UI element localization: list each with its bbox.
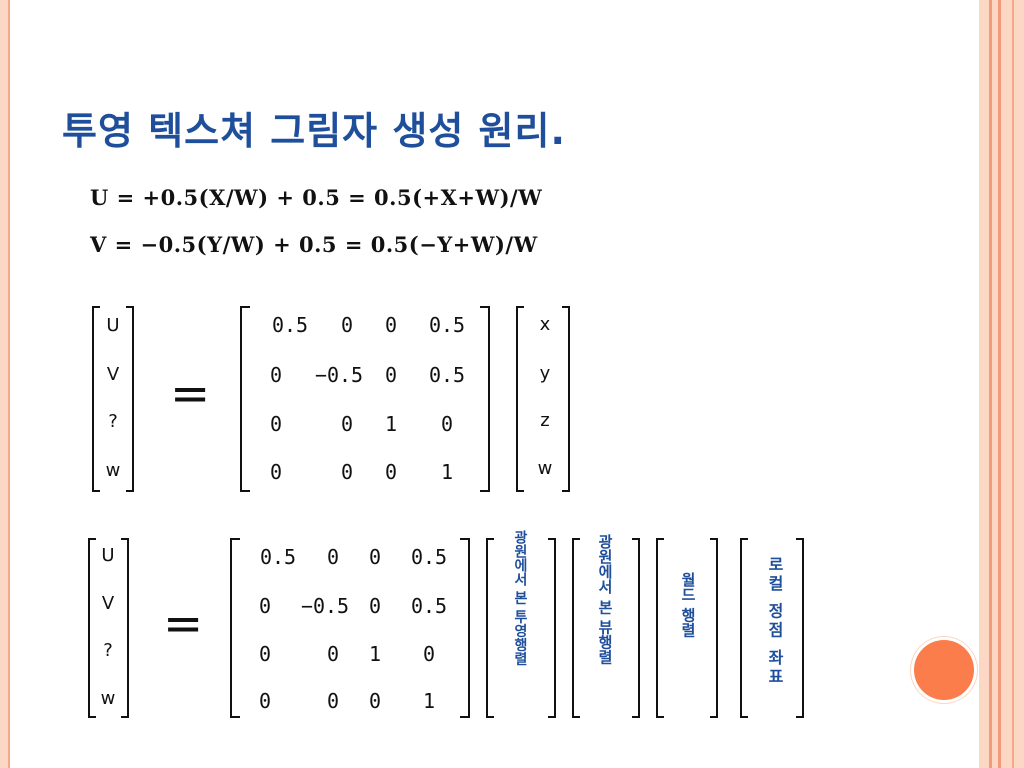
light-view-matrix-label: 광원에서 본 뷰행렬 [596, 534, 614, 665]
light-projection-matrix-label: 광원에서 본 투영행렬 [512, 530, 528, 666]
bracket-left [486, 538, 494, 718]
slide-title: 투영 텍스쳐 그림자 생성 원리. [62, 109, 566, 153]
matrix-cell: 1 [422, 689, 436, 713]
bracket-left [92, 306, 100, 492]
matrix-cell: 0 [258, 642, 272, 666]
matrix-cell: −0.5 [314, 363, 364, 387]
matrix-cell: 0 [269, 460, 283, 484]
lhs-entry: w [100, 688, 116, 709]
matrix-cell: 1 [440, 460, 454, 484]
lhs-entry: w [105, 460, 121, 481]
matrix-cell: 0 [384, 363, 398, 387]
rhs-entry: w [537, 458, 553, 479]
matrix-cell: 0 [269, 412, 283, 436]
rhs-entry: y [539, 363, 551, 384]
matrix-cell: 0 [258, 594, 272, 618]
bracket-right [121, 538, 129, 718]
bracket-right [460, 538, 470, 718]
matrix-cell: 0 [340, 412, 354, 436]
lhs-entry: ? [108, 411, 118, 432]
bracket-right [562, 306, 570, 492]
matrix-cell: 0 [440, 412, 454, 436]
lhs-entry: V [106, 364, 120, 385]
matrix-cell: 0 [269, 363, 283, 387]
equation-u: U = +0.5(X/W) + 0.5 = 0.5(+X+W)/W [90, 185, 543, 210]
bracket-right [796, 538, 804, 718]
matrix-cell: 0.5 [428, 313, 466, 337]
matrix-cell: 1 [368, 642, 382, 666]
matrix-cell: 0.5 [271, 313, 309, 337]
matrix-cell: −0.5 [300, 594, 350, 618]
matrix-cell: 0 [340, 460, 354, 484]
matrix-cell: 0.5 [428, 363, 466, 387]
matrix-cell: 0 [422, 642, 436, 666]
frame-right-line [989, 0, 992, 768]
bracket-right [126, 306, 134, 492]
matrix-cell: 0 [368, 594, 382, 618]
matrix-cell: 0 [258, 689, 272, 713]
frame-right-stripe [992, 0, 998, 768]
matrix-cell: 0 [326, 545, 340, 569]
decorative-dot [914, 640, 974, 700]
lhs-entry: U [106, 315, 120, 336]
bracket-right [548, 538, 556, 718]
lhs-entry: U [101, 545, 115, 566]
rhs-entry: x [539, 314, 551, 335]
rhs-entry: z [540, 410, 550, 431]
matrix-cell: 0 [368, 689, 382, 713]
bracket-left [240, 306, 250, 492]
bracket-right [480, 306, 490, 492]
bracket-left [230, 538, 240, 718]
bracket-left [88, 538, 96, 718]
bracket-right [710, 538, 718, 718]
matrix-cell: 0 [384, 313, 398, 337]
matrix-cell: 0.5 [410, 594, 448, 618]
bracket-left [516, 306, 524, 492]
equation-v: V = −0.5(Y/W) + 0.5 = 0.5(−Y+W)/W [90, 232, 538, 257]
matrix-cell: 0.5 [259, 545, 297, 569]
matrix-cell: 1 [384, 412, 398, 436]
matrix-cell: 0 [340, 313, 354, 337]
lhs-entry: V [101, 593, 115, 614]
matrix-cell: 0 [368, 545, 382, 569]
frame-right-stripe [979, 0, 989, 768]
lhs-entry: ? [103, 640, 113, 661]
frame-right-line [998, 0, 1001, 768]
matrix-cell: 0.5 [410, 545, 448, 569]
bracket-left [740, 538, 748, 718]
frame-left-stripe [0, 0, 8, 768]
frame-left-line [8, 0, 10, 768]
matrix-cell: 0 [326, 642, 340, 666]
bracket-left [656, 538, 664, 718]
bracket-left [572, 538, 580, 718]
matrix-cell: 0 [326, 689, 340, 713]
world-matrix-label: 월드 행렬 [679, 572, 697, 638]
local-vertex-coordinate-label: 로컬 정점 좌표 [765, 556, 784, 688]
frame-right-line [1012, 0, 1014, 768]
matrix-cell: 0 [384, 460, 398, 484]
equals-sign: = [170, 366, 211, 422]
bracket-right [632, 538, 640, 718]
equals-sign: = [163, 596, 204, 652]
